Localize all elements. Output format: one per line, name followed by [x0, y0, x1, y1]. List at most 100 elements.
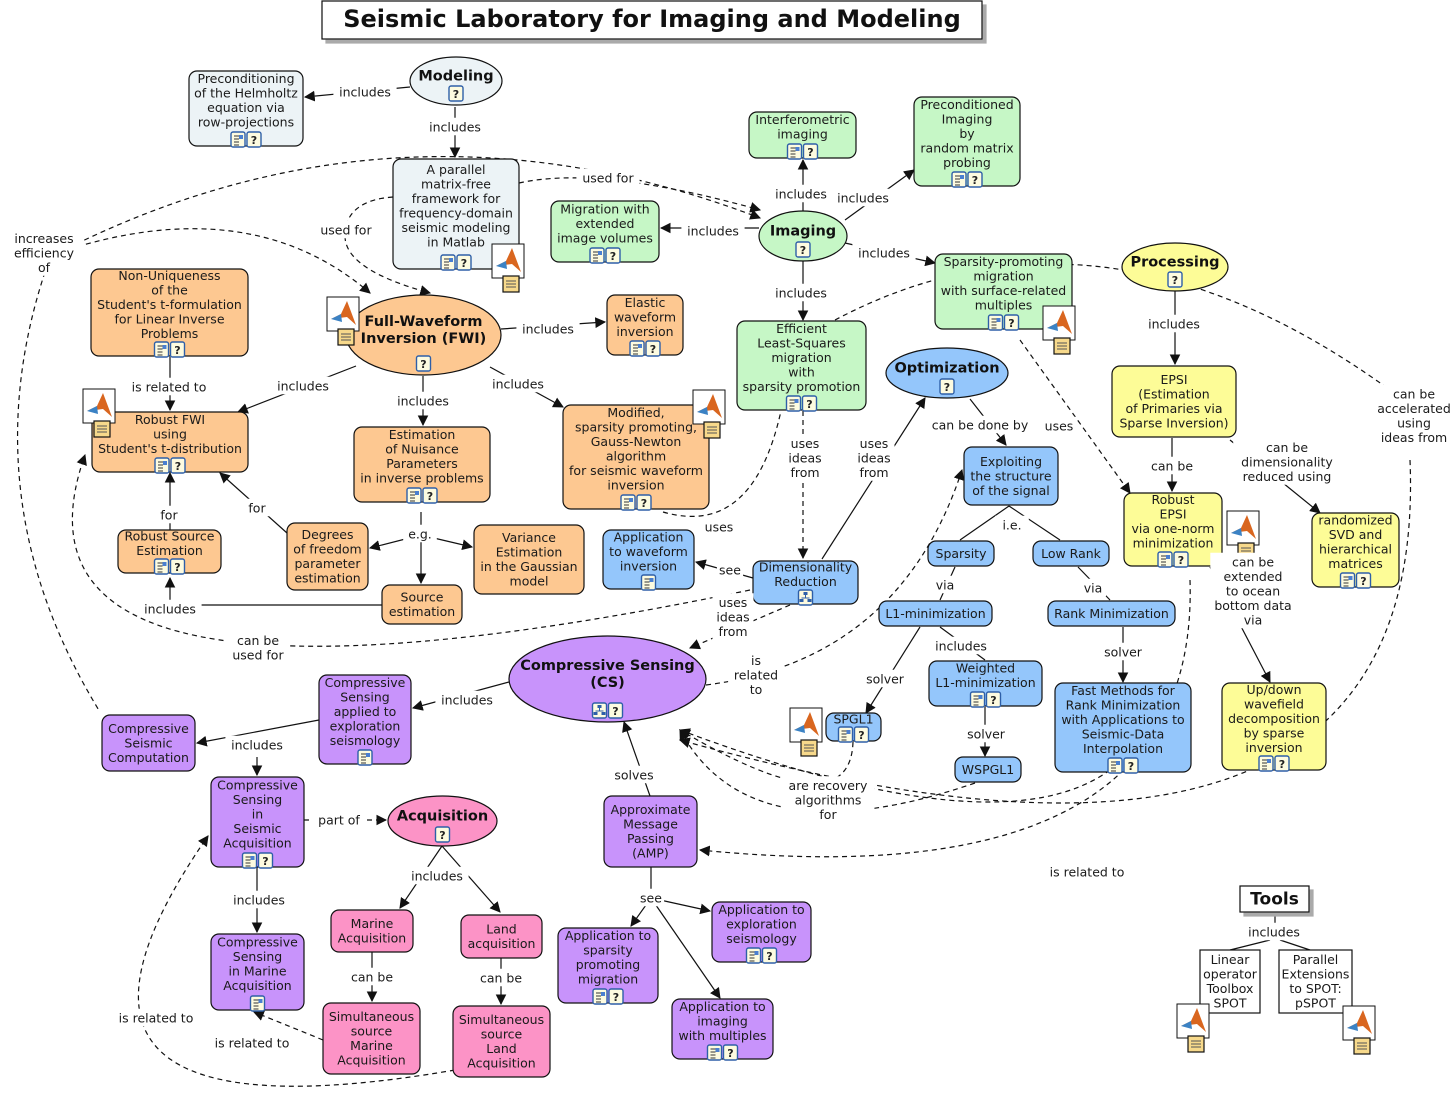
- matlab-logo-icon[interactable]: [692, 389, 726, 425]
- document-image-icon[interactable]: [706, 1044, 723, 1061]
- help-document-icon[interactable]: ?: [257, 852, 274, 869]
- help-document-icon[interactable]: ?: [1167, 271, 1183, 288]
- matlab-logo-icon[interactable]: [1226, 510, 1260, 546]
- help-document-icon[interactable]: ?: [1173, 551, 1189, 568]
- document-image-icon[interactable]: [1157, 551, 1173, 568]
- document-image-icon[interactable]: [745, 947, 762, 964]
- document-image-icon[interactable]: [241, 852, 258, 869]
- concept-map-icon[interactable]: [797, 589, 814, 606]
- resource-file-icon[interactable]: [337, 328, 355, 346]
- matlab-logo-icon[interactable]: [1042, 305, 1076, 341]
- help-document-icon[interactable]: ?: [1003, 314, 1020, 331]
- document-image-icon[interactable]: [592, 988, 608, 1005]
- document-image-icon[interactable]: [1339, 572, 1356, 589]
- resource-file-icon[interactable]: [800, 739, 818, 757]
- resource-file-icon[interactable]: [703, 421, 721, 439]
- document-image-icon[interactable]: [153, 341, 170, 358]
- concept-modeling[interactable]: Modeling?: [409, 56, 503, 106]
- help-document-icon[interactable]: ?: [645, 340, 661, 357]
- help-document-icon[interactable]: ?: [636, 494, 652, 511]
- help-document-icon[interactable]: ?: [605, 247, 621, 264]
- help-document-icon[interactable]: ?: [985, 691, 1002, 708]
- document-image-icon[interactable]: [640, 574, 657, 591]
- help-document-icon[interactable]: ?: [448, 85, 464, 102]
- matlab-logo-icon[interactable]: [491, 243, 525, 279]
- help-document-icon[interactable]: ?: [1123, 757, 1139, 774]
- concept-optimization[interactable]: Optimization?: [885, 347, 1009, 399]
- document-image-icon[interactable]: [951, 171, 967, 188]
- help-document-icon[interactable]: ?: [169, 341, 186, 358]
- document-image-icon[interactable]: [969, 691, 986, 708]
- concept-lowrank[interactable]: Low Rank: [1032, 540, 1110, 567]
- concept-l1min[interactable]: L1-minimization: [878, 600, 993, 627]
- help-document-icon[interactable]: ?: [415, 355, 432, 372]
- help-document-icon[interactable]: ?: [939, 378, 955, 395]
- matlab-logo-icon[interactable]: [1342, 1005, 1376, 1041]
- concept-wspgl1[interactable]: WSPGL1: [954, 756, 1022, 783]
- matlab-logo-icon[interactable]: [326, 296, 360, 332]
- document-image-icon[interactable]: [406, 487, 422, 504]
- document-image-icon[interactable]: [589, 247, 605, 264]
- document-image-icon[interactable]: [230, 131, 246, 148]
- concept-sparsity[interactable]: Sparsity: [927, 540, 995, 567]
- document-image-icon[interactable]: [357, 749, 373, 766]
- concept-app-sparsity-mig[interactable]: Application tosparsitypromotingmigration…: [557, 927, 659, 1005]
- concept-imaging[interactable]: Imaging?: [758, 210, 848, 262]
- document-image-icon[interactable]: [785, 395, 802, 412]
- document-image-icon[interactable]: [837, 726, 854, 743]
- matlab-logo-icon[interactable]: [82, 388, 116, 424]
- resource-file-icon[interactable]: [502, 275, 520, 293]
- concept-spgl1[interactable]: SPGL1?: [789, 707, 882, 757]
- help-document-icon[interactable]: ?: [1355, 572, 1372, 589]
- help-document-icon[interactable]: ?: [722, 1044, 739, 1061]
- concept-lsm[interactable]: EfficientLeast-Squaresmigrationwithspars…: [736, 320, 867, 412]
- help-document-icon[interactable]: ?: [1274, 755, 1290, 772]
- document-image-icon[interactable]: [249, 995, 266, 1012]
- concept-rankmin[interactable]: Rank Minimization: [1047, 600, 1176, 627]
- concept-acquisition[interactable]: Acquisition?: [387, 795, 498, 847]
- help-document-icon[interactable]: ?: [422, 487, 438, 504]
- document-image-icon[interactable]: [1258, 755, 1274, 772]
- document-image-icon[interactable]: [620, 494, 636, 511]
- help-document-icon[interactable]: ?: [607, 702, 624, 719]
- document-image-icon[interactable]: [987, 314, 1004, 331]
- document-image-icon[interactable]: [153, 558, 170, 575]
- resource-file-icon[interactable]: [1187, 1035, 1205, 1053]
- concept-map-icon[interactable]: [591, 702, 608, 719]
- concept-processing[interactable]: Processing?: [1121, 242, 1229, 292]
- help-document-icon[interactable]: ?: [802, 143, 819, 160]
